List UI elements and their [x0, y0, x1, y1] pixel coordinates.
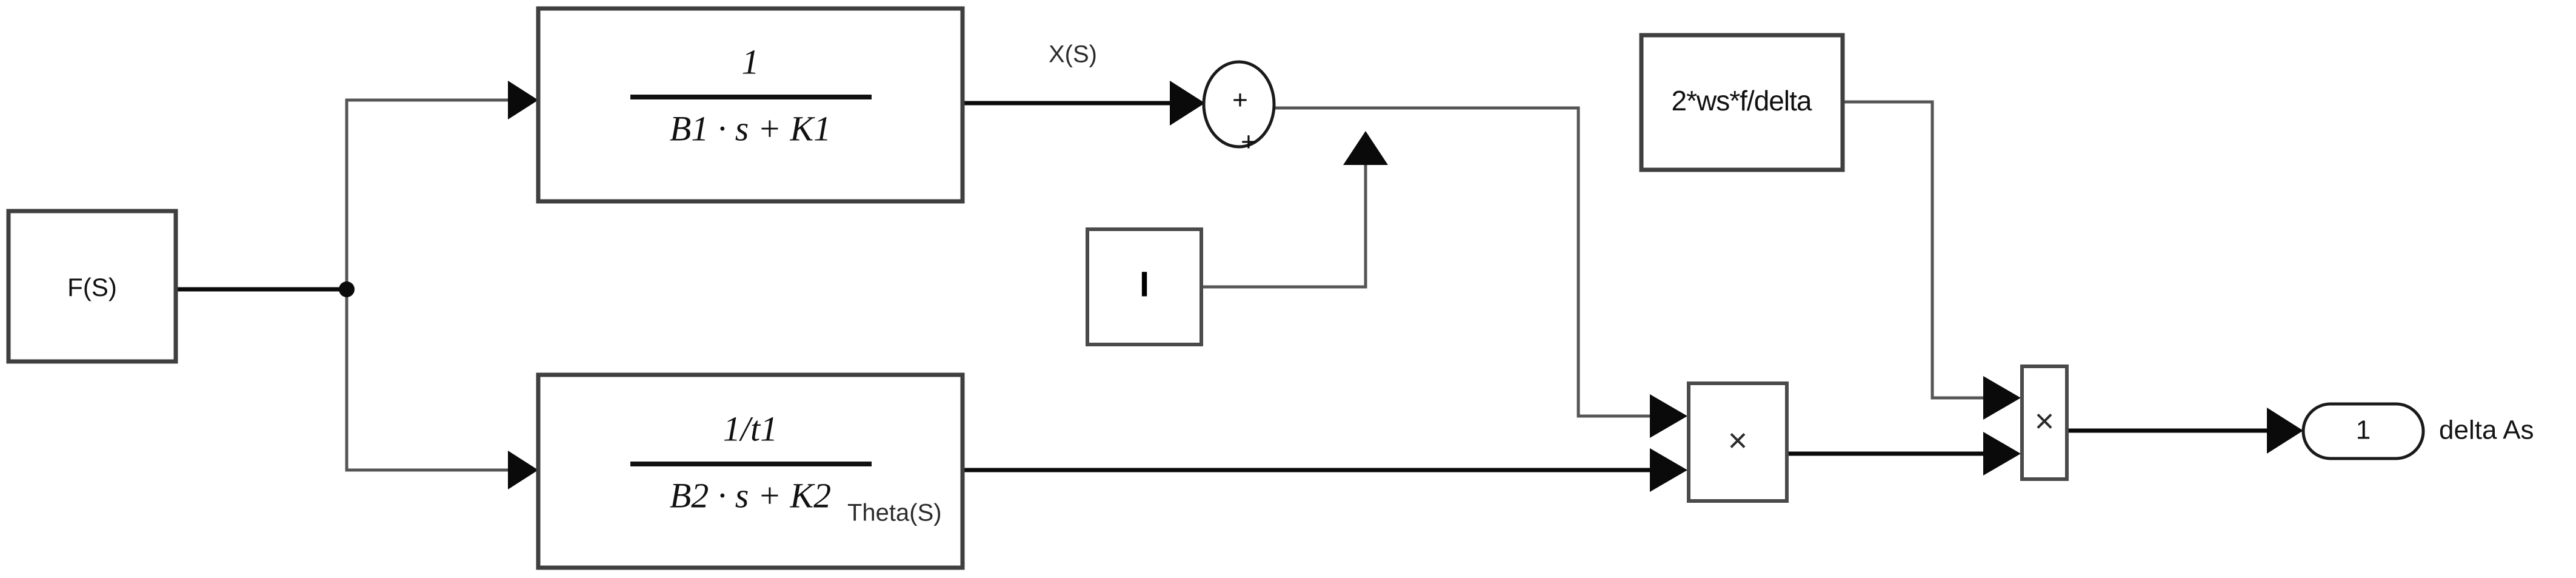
sum-junction-sign-top: + [1232, 86, 1248, 115]
branch-junction-dot [339, 281, 355, 297]
arrow-into-sum-left [1170, 81, 1205, 126]
transfer-fn-bottom-numerator: 1/t1 [723, 409, 778, 448]
wire-junction-to-tf-bottom [345, 289, 508, 472]
wire-gain-to-product2 [1843, 100, 1983, 400]
block-gain[interactable]: 2*ws*f/delta [1639, 33, 1845, 172]
block-product-1[interactable]: × [1687, 381, 1789, 503]
block-transfer-fn-top[interactable]: 1 B1 · s + K1 [536, 6, 965, 204]
wire-I-to-sum [1201, 165, 1367, 289]
signal-label-theta-of-s: Theta(S) [847, 500, 942, 526]
constant-i-label: I [1140, 264, 1149, 304]
output-port-number: 1 [2356, 415, 2371, 445]
arrow-into-output-port [2267, 408, 2303, 454]
block-product-2[interactable]: × [2020, 365, 2069, 481]
sum-junction-circle [1202, 60, 1276, 149]
block-constant-i[interactable]: I [1086, 227, 1203, 346]
input-source-rect [6, 209, 178, 364]
transfer-fn-bottom-rect [536, 372, 965, 570]
block-transfer-fn-bottom[interactable]: 1/t1 B2 · s + K2 [536, 372, 965, 570]
gain-label: 2*ws*f/delta [1672, 85, 1812, 116]
signal-label-x-of-s: X(S) [1049, 41, 1097, 68]
product-2-label: × [2035, 402, 2055, 440]
arrow-into-product2-upper [1983, 376, 2021, 420]
constant-i-rect [1086, 227, 1203, 346]
arrow-into-product2-lower [1983, 432, 2021, 476]
transfer-fn-top-denominator: B1 · s + K1 [670, 109, 831, 148]
sum-junction-sign-bottom: + [1241, 127, 1256, 157]
product-1-rect [1687, 381, 1789, 503]
wire-junction-to-tf-top [345, 98, 508, 289]
product-2-rect [2020, 365, 2069, 481]
transfer-fn-bottom-denominator: B2 · s + K2 [670, 476, 831, 515]
block-input-source[interactable]: F(S) [6, 209, 178, 364]
transfer-fn-top-rect [536, 6, 965, 204]
product-1-label: × [1728, 421, 1748, 459]
arrow-into-product1-upper [1650, 394, 1687, 438]
arrow-into-tf-bottom [508, 451, 538, 489]
gain-rect [1639, 33, 1845, 172]
arrow-into-product1-lower [1650, 448, 1687, 492]
transfer-fn-top-numerator: 1 [742, 42, 759, 81]
block-sum-junction[interactable]: + + [1202, 60, 1276, 157]
wire-sum-to-product1 [1274, 106, 1650, 418]
output-port-pill [2301, 402, 2425, 460]
block-output-port[interactable]: 1 delta As [2301, 402, 2534, 460]
arrow-into-sum-bottom [1343, 131, 1388, 165]
input-source-label: F(S) [67, 273, 117, 301]
arrow-into-tf-top [508, 81, 538, 119]
output-port-name: delta As [2439, 415, 2534, 445]
